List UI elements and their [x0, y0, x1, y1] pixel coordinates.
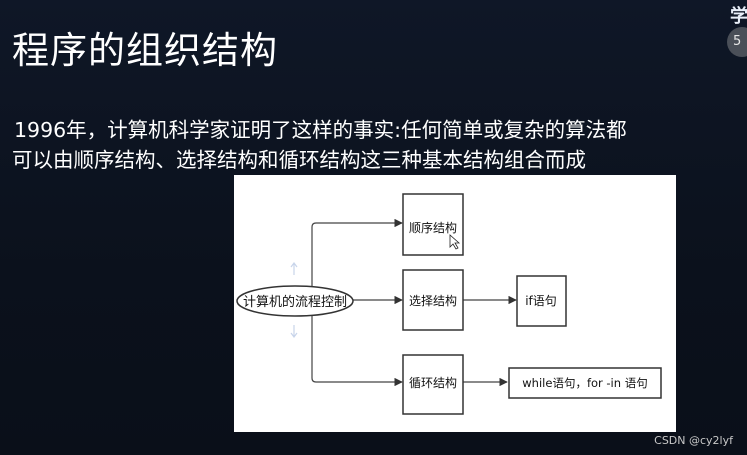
slide-text-line-2: 可以由顺序结构、选择结构和循环结构这三种基本结构组合而成 [12, 148, 586, 172]
selection-node-label: 选择结构 [409, 293, 457, 308]
flowchart-svg: 计算机的流程控制 顺序结构 选择结构 循环结构 if语句 while语句，for… [236, 193, 662, 415]
csdn-watermark: CSDN @cy2lyf [654, 434, 733, 447]
faint-down-arrow [290, 325, 298, 338]
brand-logo: 学 5 [699, 0, 747, 58]
flowchart-diagram: 计算机的流程控制 顺序结构 选择结构 循环结构 if语句 while语句，for… [234, 175, 676, 432]
selection-node [402, 269, 464, 331]
while-for-node [508, 367, 662, 399]
slide-title: 程序的组织结构 [12, 29, 278, 72]
page-number-badge: 5 [727, 27, 747, 57]
connector-to-sequence [311, 218, 403, 295]
sequence-node [402, 193, 464, 256]
loop-node [402, 354, 464, 415]
root-node [236, 285, 354, 317]
connector-to-loop [311, 307, 403, 387]
logo-text: 学 [730, 6, 747, 27]
while-for-label: while语句，for -in 语句 [522, 376, 647, 390]
root-node-label: 计算机的流程控制 [243, 294, 347, 310]
if-statement-label: if语句 [525, 294, 557, 308]
sequence-node-label: 顺序结构 [409, 220, 457, 235]
cursor-icon [449, 234, 461, 250]
faint-up-arrow [290, 262, 298, 275]
loop-node-label: 循环结构 [409, 375, 457, 390]
slide-text-line-1: 1996年，计算机科学家证明了这样的事实:任何简单或复杂的算法都 [14, 118, 627, 142]
if-statement-node [516, 275, 567, 327]
